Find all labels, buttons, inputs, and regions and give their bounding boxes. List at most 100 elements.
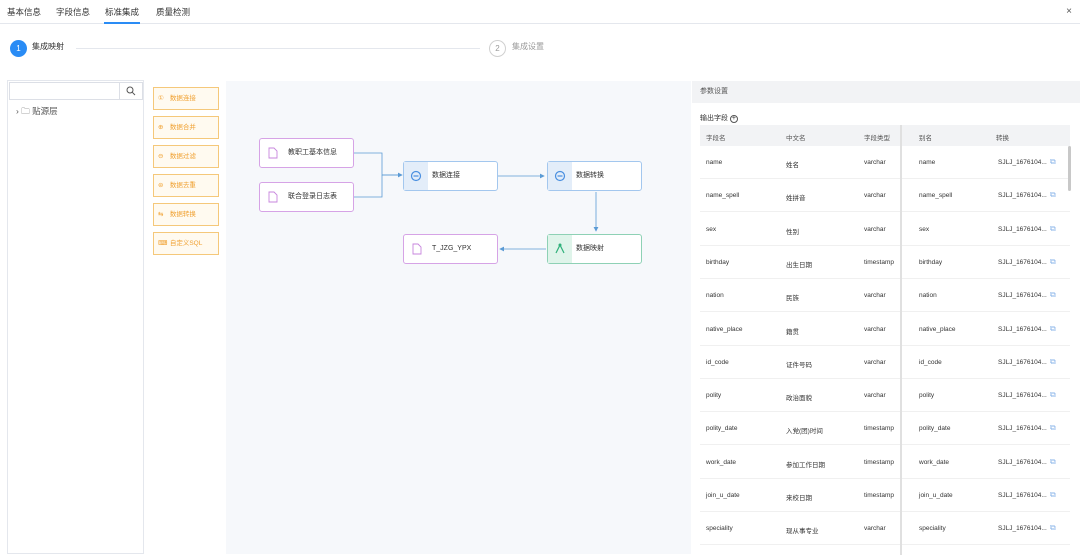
copy-icon[interactable]: ⧉: [1050, 490, 1056, 499]
edge-source2-join: [354, 175, 383, 198]
cell-chinese-name: 性别: [786, 228, 799, 236]
cell-chinese-name: 民族: [786, 295, 799, 303]
cell-alias[interactable]: polity: [919, 392, 935, 400]
palette-item-convert[interactable]: ⇆ 数据转换: [153, 203, 219, 226]
copy-icon[interactable]: ⧉: [1050, 456, 1056, 466]
cell-alias[interactable]: sex: [919, 225, 930, 233]
document-icon: [412, 243, 422, 255]
cell-alias[interactable]: nation: [919, 292, 937, 300]
output-fields-text: 输出字段: [700, 115, 728, 122]
cell-transform: SJLJ_1676104...: [998, 492, 1047, 499]
copy-icon[interactable]: ⧉: [1050, 356, 1056, 366]
folder-icon: 🗀: [21, 106, 30, 116]
copy-icon[interactable]: ⧉: [1050, 190, 1056, 200]
copy-icon[interactable]: ⧉: [1050, 323, 1056, 333]
cell-chinese-name: 政治面貌: [786, 395, 812, 403]
cell-chinese-name: 来校日期: [786, 495, 812, 502]
tree-node-source-layer[interactable]: › 🗀 贴源层: [16, 105, 58, 120]
cell-chinese-name: 籍贯: [786, 328, 799, 336]
copy-icon[interactable]: ⧉: [1050, 390, 1056, 400]
palette-label: 数据去重: [169, 182, 196, 189]
cell-alias[interactable]: speciality: [919, 525, 946, 533]
source-tree-panel: › 🗀 贴源层: [7, 80, 144, 554]
cell-alias[interactable]: join_u_date: [919, 492, 953, 499]
palette-label: 自定义SQL: [169, 240, 203, 247]
cell-field-type: timestamp: [864, 425, 894, 433]
node-convert[interactable]: 数据转换: [547, 161, 642, 191]
cell-alias[interactable]: name_spell: [919, 192, 953, 200]
cell-field-name: work_date: [706, 458, 736, 466]
cell-field-name: name_spell: [706, 192, 740, 200]
cell-field-name: native_place: [706, 325, 743, 333]
cell-field-type: varchar: [864, 192, 886, 200]
palette-label: 数据转换: [169, 211, 196, 218]
table-scrollbar[interactable]: [1068, 146, 1071, 191]
tab-quality-check[interactable]: 质量检测: [156, 7, 191, 17]
cell-alias[interactable]: polity_date: [919, 425, 951, 433]
copy-icon[interactable]: ⧉: [1050, 423, 1056, 433]
dedup-icon: ⊜: [158, 182, 164, 189]
column-divider: [900, 125, 902, 555]
node-mapping[interactable]: 数据映射: [547, 234, 642, 264]
cell-alias[interactable]: id_code: [919, 358, 942, 366]
chevron-right-icon[interactable]: ›: [16, 106, 19, 116]
palette-item-dedup[interactable]: ⊜ 数据去重: [153, 174, 219, 197]
cell-alias[interactable]: birthday: [919, 258, 943, 266]
copy-icon[interactable]: ⧉: [1050, 290, 1056, 300]
cell-alias[interactable]: work_date: [919, 458, 949, 466]
cell-transform: SJLJ_1676104...: [998, 325, 1047, 333]
step-indicator: 1 集成映射 2 集成设置: [0, 36, 1080, 60]
cell-transform: SJLJ_1676104...: [998, 258, 1047, 266]
tab-standard-integration[interactable]: 标准集成: [105, 7, 140, 17]
palette-item-filter[interactable]: ⊖ 数据过滤: [153, 145, 219, 168]
palette-item-join[interactable]: ① 数据连接: [153, 87, 219, 110]
node-label: 教职工基本信息: [288, 149, 337, 156]
flow-canvas[interactable]: 教职工基本信息 联合登录日志表 数据连接 数据转换 数据映射 T_JZG_YPX: [226, 81, 691, 554]
close-icon[interactable]: ×: [1066, 6, 1072, 17]
mapping-node-icon: [548, 235, 572, 263]
cell-chinese-name: 参加工作日期: [786, 461, 825, 469]
cell-transform: SJLJ_1676104...: [998, 225, 1047, 233]
copy-icon[interactable]: ⧉: [1050, 223, 1056, 233]
palette-label: 数据过滤: [169, 153, 196, 160]
tab-basic-info[interactable]: 基本信息: [7, 7, 42, 17]
cell-field-name: polity_date: [706, 425, 738, 433]
add-circle-icon[interactable]: +: [729, 115, 738, 123]
tab-field-info[interactable]: 字段信息: [56, 7, 91, 17]
node-source-login-log[interactable]: 联合登录日志表: [259, 182, 354, 212]
node-target-table[interactable]: T_JZG_YPX: [403, 234, 498, 264]
cell-chinese-name: 证件号码: [786, 361, 812, 369]
cell-field-type: varchar: [864, 292, 886, 300]
cell-field-type: varchar: [864, 225, 886, 233]
palette-item-custom-sql[interactable]: ⌨ 自定义SQL: [153, 232, 219, 255]
cell-alias[interactable]: name: [919, 159, 936, 166]
cell-alias[interactable]: native_place: [919, 325, 956, 333]
palette-item-merge[interactable]: ⊕ 数据合并: [153, 116, 219, 139]
copy-icon[interactable]: ⧉: [1050, 256, 1056, 266]
cell-transform: SJLJ_1676104...: [998, 192, 1047, 200]
copy-icon[interactable]: ⧉: [1050, 157, 1056, 166]
node-label: T_JZG_YPX: [432, 245, 472, 252]
node-source-staff-info[interactable]: 教职工基本信息: [259, 138, 354, 168]
cell-transform: SJLJ_1676104...: [998, 292, 1047, 300]
tree-search-input[interactable]: [9, 82, 120, 100]
document-icon: [268, 191, 278, 203]
step-1-circle: 1: [10, 40, 27, 57]
cell-field-name: polity: [706, 392, 722, 400]
cell-transform: SJLJ_1676104...: [998, 425, 1047, 433]
copy-icon[interactable]: ⧉: [1050, 523, 1056, 533]
search-icon[interactable]: [120, 82, 143, 100]
node-join[interactable]: 数据连接: [403, 161, 498, 191]
